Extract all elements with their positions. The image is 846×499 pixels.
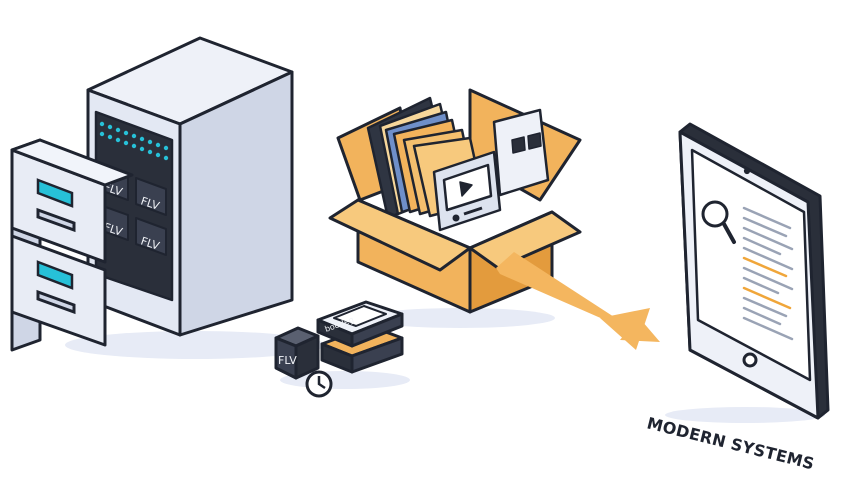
magnifier-icon [701, 200, 736, 244]
cabinet-handles [36, 207, 76, 315]
photo-card-icon [492, 108, 550, 197]
cabinet-label-slots [36, 178, 74, 290]
clock-icon [305, 370, 333, 398]
box-body [328, 198, 582, 314]
bootleg-stack-icon [316, 300, 404, 374]
floor-cube-label: FLV [278, 354, 297, 367]
server-led-strip [99, 121, 169, 161]
server-tile-label-4: FLV [139, 234, 161, 252]
server-tile-label-3: FLV [102, 220, 124, 238]
tablet-icon [678, 122, 830, 420]
server-tile-label-2: FLV [139, 194, 161, 212]
filing-cabinet-icon [10, 138, 134, 352]
document-text-lines [742, 206, 794, 341]
migration-arrow-icon [496, 252, 660, 350]
flv-cube-icon [274, 326, 320, 380]
video-player-icon [432, 150, 502, 232]
